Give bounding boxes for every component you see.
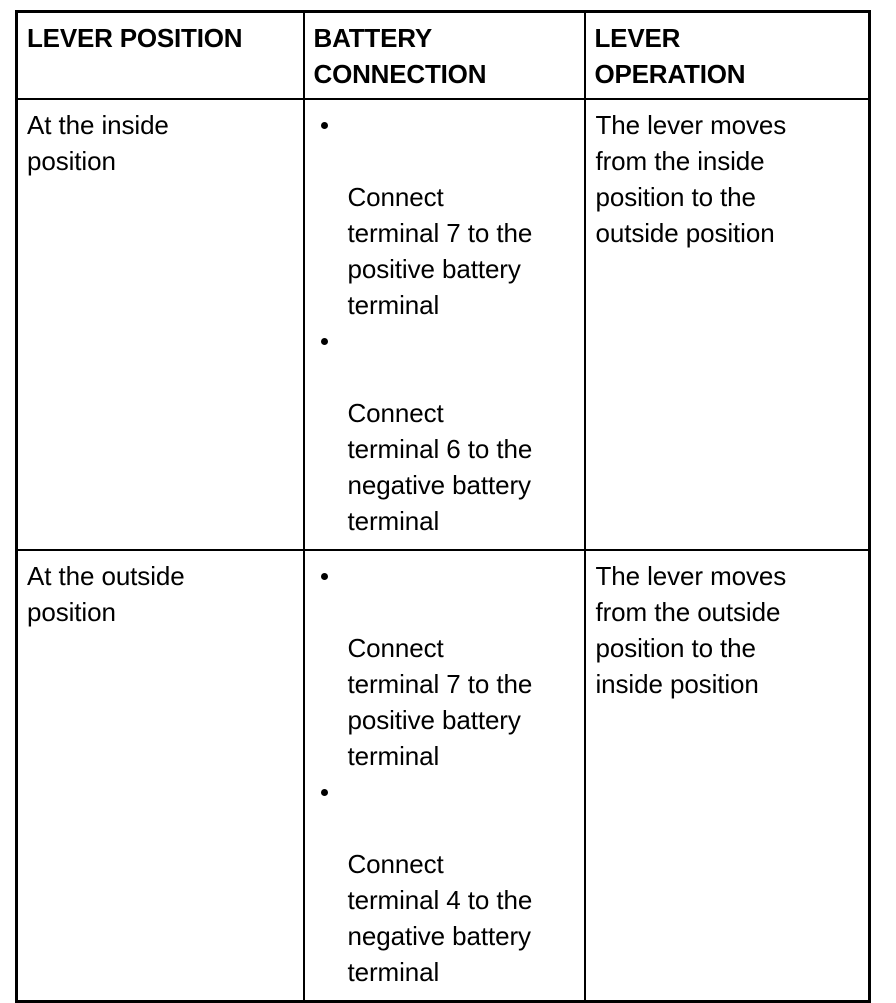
list-item: Connect terminal 7 to the positive batte… [310,107,580,323]
lever-operation-text: The lever moves from the outside positio… [595,561,787,699]
bullet-icon [320,789,328,796]
bullet-icon [320,573,328,580]
lever-position-table: LEVER POSITION BATTERY CONNECTION LEVER … [15,10,871,1003]
header-cell-lever-operation: LEVER OPERATION [583,10,871,100]
cell-battery-connection-row-1: Connect terminal 7 to the positive batte… [302,98,586,551]
page-root: LEVER POSITION BATTERY CONNECTION LEVER … [15,10,871,1003]
list-item-text: Connect terminal 6 to the negative batte… [347,398,533,536]
list-item-text: Connect terminal 7 to the positive batte… [347,633,533,771]
list-item: Connect terminal 7 to the positive batte… [310,558,580,774]
bullet-icon [320,122,328,129]
list-item: Connect terminal 6 to the negative batte… [310,323,580,539]
lever-operation-text: The lever moves from the inside position… [595,110,787,248]
cell-battery-connection-row-2: Connect terminal 7 to the positive batte… [302,549,586,1003]
cell-lever-operation-row-2: The lever moves from the outside positio… [583,549,871,1003]
table-header-row: LEVER POSITION BATTERY CONNECTION LEVER … [15,10,871,100]
list-item: Connect terminal 4 to the negative batte… [310,774,580,990]
header-label-battery-connection: BATTERY CONNECTION [313,23,487,89]
lever-position-text: At the outside position [27,561,185,627]
table-row: At the inside position Connect terminal … [15,98,871,551]
header-cell-battery-connection: BATTERY CONNECTION [302,10,586,100]
cell-lever-position-row-2: At the outside position [15,549,305,1003]
cell-lever-operation-row-1: The lever moves from the inside position… [583,98,871,551]
lever-position-text: At the inside position [27,110,169,176]
list-item-text: Connect terminal 4 to the negative batte… [347,849,533,987]
table-row: At the outside position Connect terminal… [15,549,871,1003]
cell-lever-position-row-1: At the inside position [15,98,305,551]
header-label-lever-position: LEVER POSITION [27,23,243,53]
bullet-icon [320,338,328,345]
battery-connection-list: Connect terminal 7 to the positive batte… [310,558,580,990]
battery-connection-list: Connect terminal 7 to the positive batte… [310,107,580,539]
list-item-text: Connect terminal 7 to the positive batte… [347,182,533,320]
header-label-lever-operation: LEVER OPERATION [594,23,746,89]
header-cell-lever-position: LEVER POSITION [15,10,305,100]
